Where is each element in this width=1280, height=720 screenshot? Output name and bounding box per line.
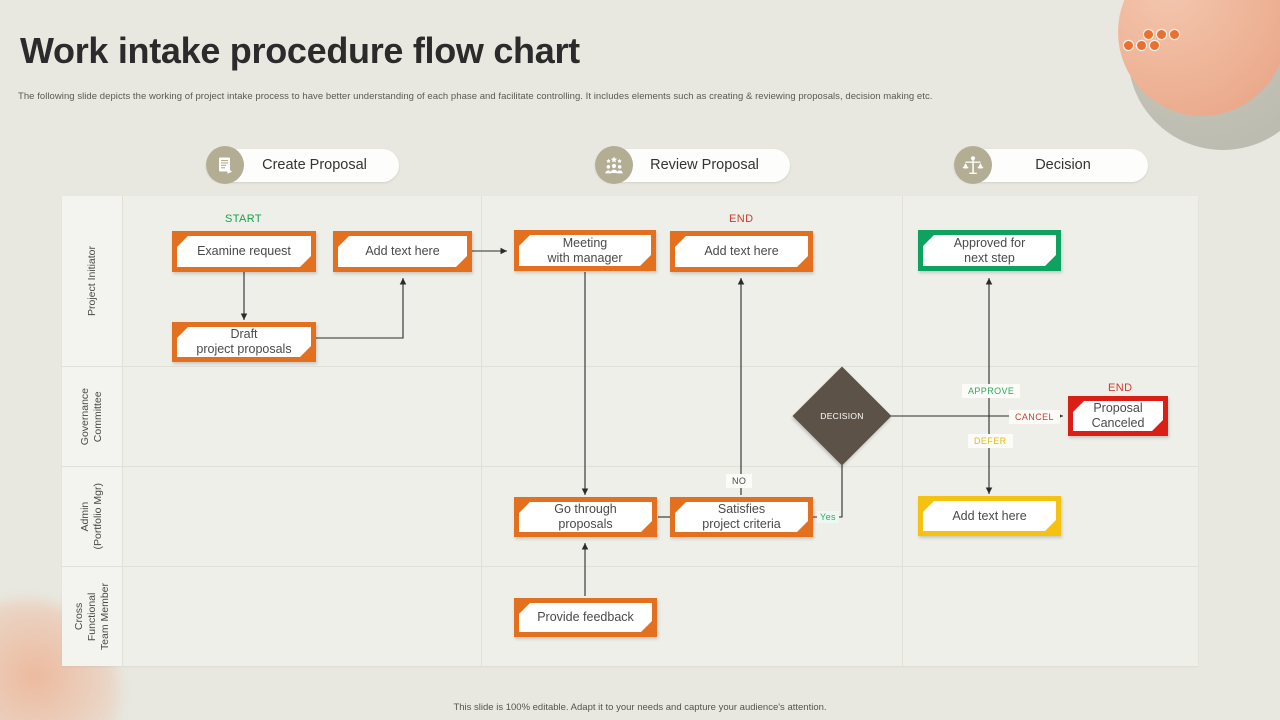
footer-note: This slide is 100% editable. Adapt it to… (453, 702, 827, 713)
swimlane-label-cross-functional: Cross Functional Team Member (62, 567, 123, 666)
swimlane-project-initiator: Project Initiator (62, 196, 1198, 367)
phase-pill-create-proposal[interactable]: Create Proposal (206, 146, 399, 184)
document-icon (206, 146, 244, 184)
page-title: Work intake procedure flow chart (20, 30, 580, 71)
phase-pill-review-proposal[interactable]: Review Proposal (595, 146, 790, 184)
column-divider-2 (902, 196, 903, 666)
swimlane-grid: Project Initiator Governance Committee A… (62, 196, 1198, 666)
phase-label-decision: Decision (1035, 157, 1091, 173)
committee-icon (595, 146, 633, 184)
swimlane-label-governance-committee: Governance Committee (62, 367, 123, 466)
swimlane-cross-functional: Cross Functional Team Member (62, 567, 1198, 666)
column-divider-1 (481, 196, 482, 666)
phase-pill-decision[interactable]: Decision (954, 146, 1148, 184)
decorative-dots (1124, 30, 1182, 58)
page-subtitle: The following slide depicts the working … (18, 91, 933, 102)
scales-icon (954, 146, 992, 184)
phase-label-review-proposal: Review Proposal (650, 157, 759, 173)
swimlane-label-project-initiator: Project Initiator (62, 196, 123, 366)
phase-label-create-proposal: Create Proposal (262, 157, 367, 173)
swimlane-admin: Admin (Portfolio Mgr) (62, 467, 1198, 567)
swimlane-label-admin: Admin (Portfolio Mgr) (62, 467, 123, 566)
swimlane-governance-committee: Governance Committee (62, 367, 1198, 467)
